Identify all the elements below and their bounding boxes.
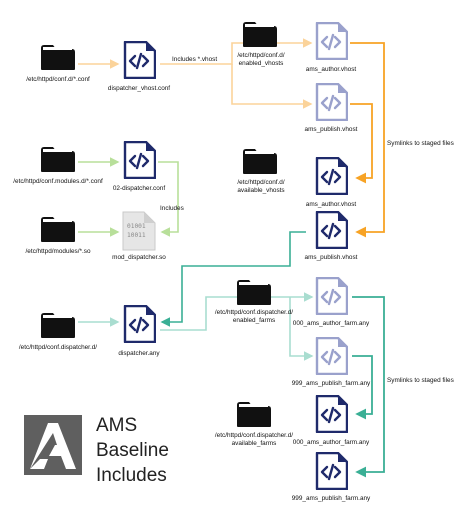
- label-includes: Includes: [160, 205, 184, 212]
- file-label: ams_publish.vhost: [305, 254, 358, 261]
- label-includes-vhost: Includes *.vhost: [172, 56, 217, 63]
- file-label: ams_author.vhost: [306, 66, 357, 73]
- file-label: ams_author.vhost: [306, 201, 357, 208]
- code-file-icon: [123, 41, 156, 79]
- folder-label-line2: available_farms: [232, 440, 277, 447]
- file-label: dispatcher.any: [118, 350, 160, 357]
- adobe-logo-icon: [24, 415, 82, 475]
- file-available-publish-vhost[interactable]: ams_publish.vhost: [305, 211, 358, 261]
- code-file-icon: [315, 277, 348, 315]
- code-file-icon: [123, 305, 156, 343]
- file-available-publish-farm[interactable]: 999_ams_publish_farm.any: [292, 452, 371, 502]
- edge-symlink-vhost-publish: [350, 103, 373, 184]
- folder-label: /etc/httpd/conf.d/*.conf: [26, 76, 90, 83]
- file-enabled-author-farm[interactable]: 000_ams_author_farm.any: [293, 277, 370, 327]
- file-dispatcher-vhost-conf[interactable]: dispatcher_vhost.conf: [108, 41, 170, 92]
- file-label: dispatcher_vhost.conf: [108, 85, 170, 92]
- folder-modules[interactable]: /etc/httpd/modules/*.so: [25, 217, 91, 255]
- edge-dispatcher-any-to-publish-farm: [289, 297, 314, 361]
- folder-available-vhosts[interactable]: /etc/httpd/conf.d/ available_vhosts: [237, 149, 285, 194]
- folder-label: /etc/httpd/conf.dispatcher.d/: [19, 344, 97, 351]
- binary-row-1: 01001: [127, 223, 146, 230]
- folder-icon: [243, 22, 277, 47]
- code-file-icon: [315, 83, 348, 121]
- binary-row-2: 10011: [127, 232, 146, 239]
- edge-symlink-farm-author: [352, 296, 385, 478]
- code-file-icon: [315, 211, 348, 249]
- label-symlinks-vhosts: Symlinks to staged files: [387, 140, 454, 147]
- file-label: 02-dispatcher.conf: [113, 185, 165, 192]
- folder-conf-d[interactable]: /etc/httpd/conf.d/*.conf: [26, 45, 90, 83]
- folder-conf-modules[interactable]: /etc/httpd/conf.modules.d/*.conf: [13, 147, 103, 185]
- folder-label-line2: available_vhosts: [237, 187, 284, 194]
- code-file-icon: [315, 157, 348, 195]
- file-available-author-farm[interactable]: 000_ams_author_farm.any: [293, 395, 370, 446]
- edge-vhost-to-dispatcher-any: [160, 231, 306, 327]
- folder-label-line2: enabled_vhosts: [239, 60, 284, 67]
- folder-icon: [237, 402, 271, 427]
- folder-label-line1: /etc/httpd/conf.d/: [237, 52, 284, 59]
- code-file-icon: [315, 395, 348, 433]
- code-file-icon: [315, 22, 348, 60]
- folder-enabled-vhosts[interactable]: /etc/httpd/conf.d/ enabled_vhosts: [237, 22, 285, 67]
- folder-label-line2: enabled_farms: [233, 317, 275, 324]
- folder-icon: [41, 147, 75, 172]
- edge-includes-mod: [158, 161, 179, 237]
- folder-enabled-farms[interactable]: /etc/httpd/conf.dispatcher.d/ enabled_fa…: [215, 280, 293, 324]
- file-label: ams_publish.vhost: [305, 126, 358, 133]
- edge-symlink-farm-publish: [352, 355, 373, 420]
- file-label: mod_dispatcher.so: [112, 254, 166, 261]
- folder-label: /etc/httpd/modules/*.so: [25, 248, 90, 255]
- file-dispatcher-any[interactable]: dispatcher.any: [118, 305, 160, 357]
- folder-icon: [243, 149, 277, 174]
- file-label: 999_ams_publish_farm.any: [292, 495, 371, 502]
- brand-title-line2: Baseline: [96, 440, 169, 461]
- folder-icon: [41, 313, 75, 338]
- file-label: 000_ams_author_farm.any: [293, 320, 370, 327]
- file-enabled-author-vhost[interactable]: ams_author.vhost: [306, 22, 357, 73]
- binary-file-icon: 01001 10011: [122, 211, 156, 251]
- folder-available-farms[interactable]: /etc/httpd/conf.dispatcher.d/ available_…: [215, 402, 293, 447]
- folder-icon: [41, 45, 75, 70]
- folder-conf-dispatcher[interactable]: /etc/httpd/conf.dispatcher.d/: [19, 313, 97, 351]
- file-enabled-publish-farm[interactable]: 999_ams_publish_farm.any: [292, 337, 371, 387]
- file-available-author-vhost[interactable]: ams_author.vhost: [306, 157, 357, 208]
- folder-label-line1: /etc/httpd/conf.dispatcher.d/: [215, 432, 293, 439]
- code-file-icon: [315, 337, 348, 375]
- connectors: [78, 38, 385, 478]
- brand-title-line3: Includes: [96, 465, 167, 486]
- code-file-icon: [315, 452, 348, 490]
- brand-title-line1: AMS: [96, 415, 138, 436]
- folder-label-line1: /etc/httpd/conf.d/: [237, 179, 284, 186]
- file-02-dispatcher-conf[interactable]: 02-dispatcher.conf: [113, 141, 165, 192]
- code-file-icon: [123, 141, 156, 179]
- folder-icon: [41, 217, 75, 242]
- file-label: 000_ams_author_farm.any: [293, 439, 370, 446]
- file-label: 999_ams_publish_farm.any: [292, 380, 371, 387]
- label-symlinks-farms: Symlinks to staged files: [387, 377, 454, 384]
- file-mod-dispatcher-so[interactable]: 01001 10011 mod_dispatcher.so: [112, 211, 166, 261]
- folder-label: /etc/httpd/conf.modules.d/*.conf: [13, 178, 103, 185]
- edge-includes-vhost-publish: [231, 64, 313, 109]
- folder-label-line1: /etc/httpd/conf.dispatcher.d/: [215, 309, 293, 316]
- file-enabled-publish-vhost[interactable]: ams_publish.vhost: [305, 83, 358, 133]
- folder-icon: [237, 280, 271, 305]
- edge-symlink-vhost-author: [350, 42, 385, 238]
